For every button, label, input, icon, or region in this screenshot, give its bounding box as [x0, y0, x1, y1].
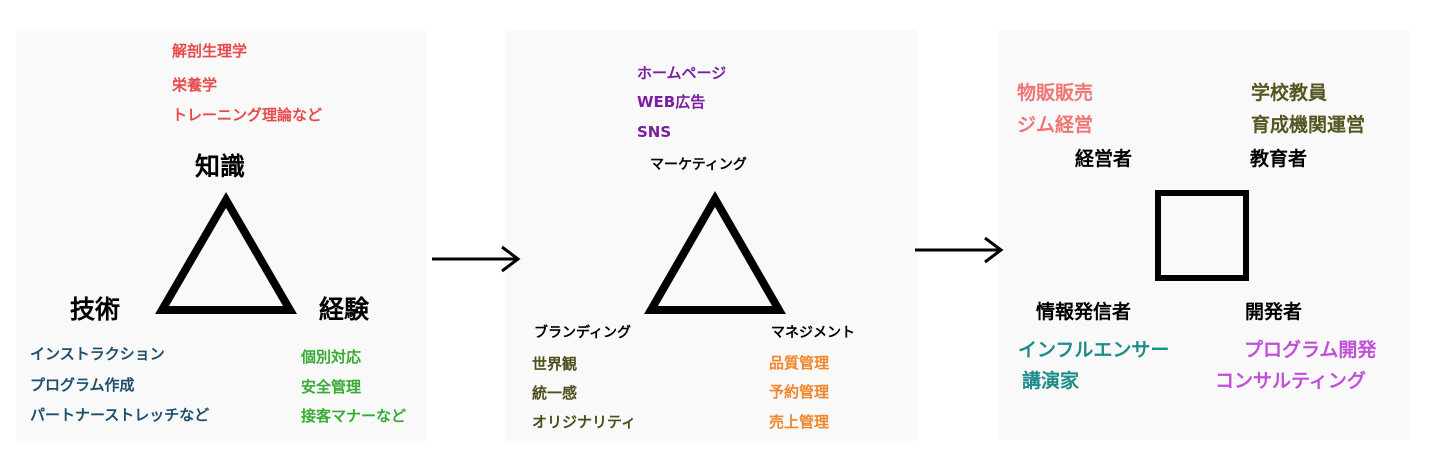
publisher-title: 情報発信者	[1036, 301, 1132, 323]
experience-item: 安全管理	[301, 378, 362, 396]
arrow-right-icon	[915, 236, 1004, 264]
management-item: 予約管理	[769, 383, 830, 401]
management-item: 売上管理	[769, 413, 830, 431]
knowledge-title: 知識	[195, 152, 246, 181]
marketing-item: SNS	[637, 123, 672, 141]
manager-item: ジム経営	[1017, 114, 1094, 136]
panel-foundation	[16, 31, 427, 441]
experience-title: 経験	[319, 295, 370, 324]
management-item: 品質管理	[769, 354, 830, 372]
manager-title: 経営者	[1075, 148, 1133, 170]
experience-item: 個別対応	[301, 348, 362, 366]
triangle-foundation	[155, 192, 297, 314]
marketing-title: マーケティング	[650, 157, 747, 173]
publisher-item: 講演家	[1022, 370, 1080, 392]
branding-title: ブランディング	[534, 325, 632, 341]
knowledge-item: 栄養学	[172, 76, 218, 94]
marketing-item: WEB広告	[637, 93, 706, 111]
educator-title: 教育者	[1250, 148, 1308, 170]
skill-item: インストラクション	[30, 345, 165, 363]
skill-item: パートナーストレッチなど	[30, 406, 210, 424]
developer-title: 開発者	[1245, 301, 1303, 323]
branding-item: オリジナリティ	[532, 413, 637, 431]
management-title: マネジメント	[771, 325, 855, 341]
educator-item: 学校教員	[1251, 82, 1328, 104]
branding-item: 世界観	[532, 355, 578, 373]
knowledge-item: トレーニング理論など	[172, 106, 323, 124]
marketing-item: ホームページ	[637, 64, 727, 82]
knowledge-item: 解剖生理学	[172, 42, 248, 60]
experience-item: 接客マナーなど	[301, 407, 407, 425]
triangle-business	[644, 190, 786, 314]
arrow-right-icon	[432, 245, 521, 273]
panel-careers	[999, 30, 1410, 440]
skill-item: プログラム作成	[30, 376, 135, 394]
manager-item: 物販販売	[1017, 82, 1094, 104]
panel-business	[505, 30, 917, 441]
branding-item: 統一感	[532, 384, 578, 402]
developer-item: プログラム開発	[1244, 339, 1377, 361]
developer-item: コンサルティング	[1215, 370, 1366, 392]
publisher-item: インフルエンサー	[1018, 339, 1170, 361]
educator-item: 育成機関運営	[1251, 114, 1366, 136]
skill-title: 技術	[70, 295, 121, 324]
square-careers	[1155, 190, 1249, 281]
